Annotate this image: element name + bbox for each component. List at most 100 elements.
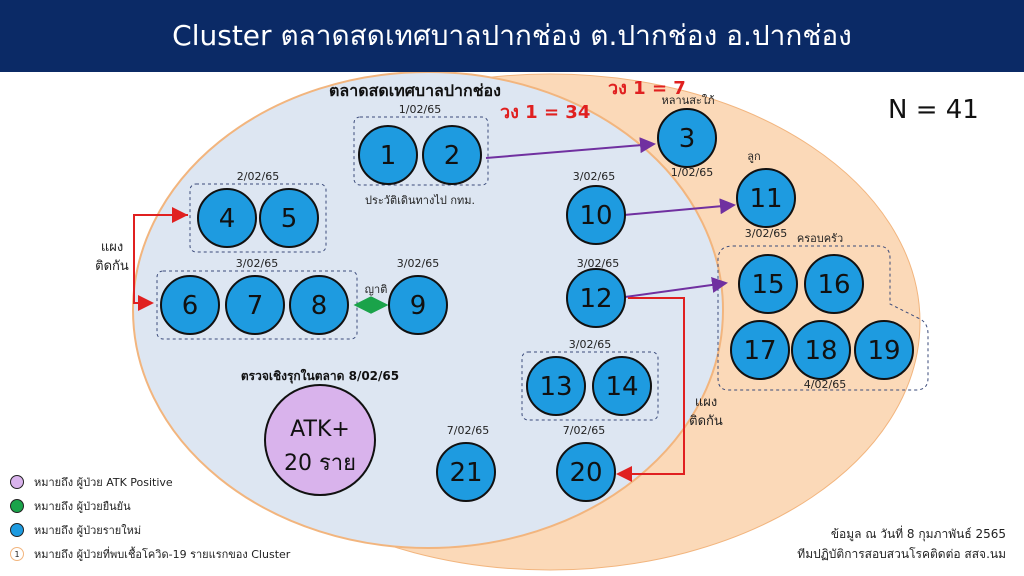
case-8-label: 8	[311, 291, 328, 321]
case-9-circle	[388, 275, 448, 335]
case-3-circle	[657, 108, 717, 168]
case-15-circle	[738, 254, 798, 314]
atk-line1: ATK+	[290, 417, 350, 442]
case-16-label: 16	[817, 270, 850, 300]
arrow-2-to-3	[485, 137, 656, 159]
legend-label: หมายถึง ผู้ป่วยรายใหม่	[34, 524, 142, 537]
ring1-outside: วง 1 = 7	[608, 78, 686, 99]
case-13-circle	[526, 356, 586, 416]
niece-note: หลานสะใภ้	[662, 94, 715, 107]
n-total: N = 41	[888, 95, 979, 125]
case-21-circle	[436, 442, 496, 502]
case-4-circle	[197, 188, 257, 248]
case-3-label: 3	[679, 124, 696, 154]
group-box-13-14	[521, 351, 659, 421]
case-12-circle	[566, 268, 626, 328]
case-14-circle	[592, 356, 652, 416]
case-4-label: 4	[219, 204, 236, 234]
relative-note: ญาติ	[365, 283, 388, 296]
source-line1: ข้อมูล ณ วันที่ 8 กุมภาพันธ์ 2565	[830, 527, 1006, 541]
case-1-label: 1	[380, 141, 397, 171]
cluster-diagram: ตลาดสดเทศบาลปากช่อง วง 1 = 34 วง 1 = 7 N…	[95, 72, 979, 571]
group-box-4-5	[189, 183, 327, 253]
stall-note-left: แผง ติดกัน	[95, 240, 129, 274]
date-3: 1/02/65	[671, 166, 713, 179]
case-10-circle	[566, 185, 626, 245]
arrow-12-to-15	[624, 276, 728, 298]
date-6-8: 3/02/65	[236, 257, 278, 270]
date-10: 3/02/65	[573, 170, 615, 183]
case-5-label: 5	[281, 204, 298, 234]
date-13-14: 3/02/65	[569, 338, 611, 351]
case-1-circle	[358, 125, 418, 185]
legend-swatch: 1	[10, 547, 24, 561]
case-12-label: 12	[579, 284, 612, 314]
date-11: 3/02/65	[745, 227, 787, 240]
group-box-family	[717, 245, 929, 391]
case-14-label: 14	[605, 372, 638, 402]
svg-text:ติดกัน: ติดกัน	[95, 259, 129, 274]
family-note: ครอบครัว	[797, 232, 843, 245]
date-9: 3/02/65	[397, 257, 439, 270]
screening-note: ตรวจเชิงรุกในตลาด 8/02/65	[241, 368, 399, 384]
case-7-circle	[225, 275, 285, 335]
date-4-5: 2/02/65	[237, 170, 279, 183]
page-title: Cluster ตลาดสดเทศบาลปากช่อง ต.ปากช่อง อ.…	[172, 19, 852, 52]
group-box-6-8	[156, 270, 358, 340]
date-12: 3/02/65	[577, 257, 619, 270]
case-5-circle	[259, 188, 319, 248]
legend-label: หมายถึง ผู้ป่วยที่พบเชื้อโควิด-19 รายแรก…	[34, 548, 291, 561]
case-6-label: 6	[182, 291, 199, 321]
date-20: 7/02/65	[563, 424, 605, 437]
svg-text:แผง: แผง	[695, 395, 717, 410]
legend-swatch	[10, 523, 24, 537]
date-1-2: 1/02/65	[399, 103, 441, 116]
case-15-label: 15	[751, 270, 784, 300]
arrow-10-to-11	[623, 198, 736, 216]
case-20-label: 20	[569, 458, 602, 488]
case-2-label: 2	[444, 141, 461, 171]
case-8-circle	[289, 275, 349, 335]
case-17-label: 17	[743, 336, 776, 366]
case-9-label: 9	[410, 291, 427, 321]
case-19-circle	[854, 320, 914, 380]
date-15-19: 4/02/65	[804, 378, 846, 391]
case-18-label: 18	[804, 336, 837, 366]
date-21: 7/02/65	[447, 424, 489, 437]
legend-swatch	[10, 499, 24, 513]
ring1-market: วง 1 = 34	[500, 102, 590, 123]
case-13-label: 13	[539, 372, 572, 402]
legend-item: หมายถึง ผู้ป่วยยืนยัน	[10, 494, 290, 518]
source-note: ข้อมูล ณ วันที่ 8 กุมภาพันธ์ 2565 ทีมปฏิ…	[797, 524, 1006, 564]
case-17-circle	[730, 320, 790, 380]
legend: หมายถึง ผู้ป่วย ATK Positive หมายถึง ผู้ป…	[10, 470, 290, 566]
arrow-stall-right	[616, 297, 685, 482]
group-box-1-2	[353, 116, 489, 186]
atk-line2: 20 ราย	[284, 451, 356, 476]
case-18-circle	[791, 320, 851, 380]
case-19-label: 19	[867, 336, 900, 366]
case-20-circle	[556, 442, 616, 502]
market-label: ตลาดสดเทศบาลปากช่อง	[329, 81, 501, 100]
case-2-circle	[422, 125, 482, 185]
travel-note: ประวัติเดินทางไป กทม.	[365, 194, 475, 207]
svg-text:ติดกัน: ติดกัน	[689, 414, 723, 429]
child-note: ลูก	[747, 150, 760, 163]
case-7-label: 7	[247, 291, 264, 321]
legend-item: 1 หมายถึง ผู้ป่วยที่พบเชื้อโควิด-19 รายแร…	[10, 542, 290, 566]
case-6-circle	[160, 275, 220, 335]
source-line2: ทีมปฏิบัติการสอบสวนโรคติดต่อ สสจ.นม	[797, 547, 1006, 561]
title-bar: Cluster ตลาดสดเทศบาลปากช่อง ต.ปากช่อง อ.…	[0, 0, 1024, 72]
legend-label: หมายถึง ผู้ป่วยยืนยัน	[34, 500, 131, 513]
legend-label: หมายถึง ผู้ป่วย ATK Positive	[34, 476, 173, 489]
case-11-circle	[736, 168, 796, 228]
atk-circle	[264, 384, 376, 496]
case-16-circle	[804, 254, 864, 314]
legend-item: หมายถึง ผู้ป่วย ATK Positive	[10, 470, 290, 494]
case-10-label: 10	[579, 201, 612, 231]
legend-swatch	[10, 475, 24, 489]
svg-text:แผง: แผง	[101, 240, 123, 255]
case-11-label: 11	[749, 184, 782, 214]
legend-item: หมายถึง ผู้ป่วยรายใหม่	[10, 518, 290, 542]
